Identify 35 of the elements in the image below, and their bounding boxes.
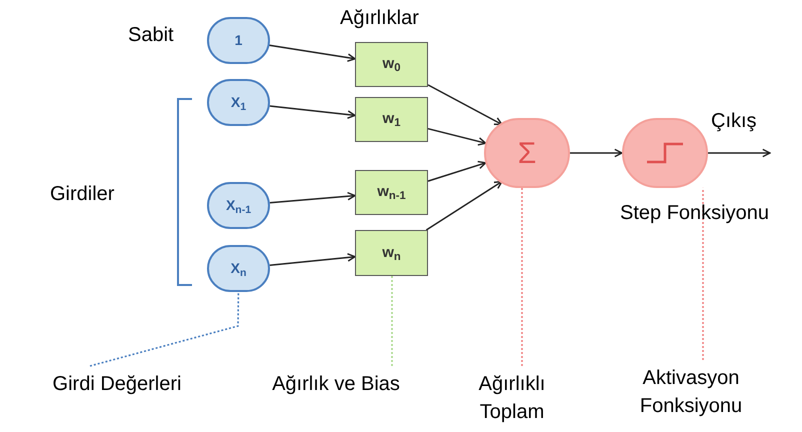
node-caption: Step Fonksiyonu [620,201,770,226]
arrow [426,180,503,231]
node-label: w$_{n-1}$ [377,182,406,204]
node-label: X$_{n-1}$ [226,196,252,216]
arrow [270,105,356,119]
node-label: X$_{n}$ [230,259,246,279]
node-label: w$_{n}$ [382,242,401,264]
caption-text: Girdi Değerleri [52,372,182,397]
arrow [428,160,486,182]
group-label: Girdiler [50,182,114,207]
weight-box [355,230,428,276]
arrow [570,148,623,158]
node-caption: Sabit [128,23,175,48]
weight-box [355,42,428,87]
leader-line [521,188,523,366]
weight-box [355,97,428,142]
arrow [270,253,356,266]
leader-line [702,188,704,360]
leader-line [90,292,240,367]
node-label: 1 [234,31,242,50]
node-label: Σ [518,136,536,172]
column-heading: Ağırlıklar [340,6,419,31]
caption-text: Ağırlık ve Bias [272,372,400,397]
node-label: X$_{1}$ [230,93,246,113]
arrow [269,44,356,62]
arrow [708,148,771,158]
arrow [428,84,503,126]
arrow [270,192,356,204]
caption-text: Ağırlıklı Toplam [478,372,546,425]
node-label: w$_{0}$ [382,54,400,76]
leader-line [391,276,393,366]
weight-box [355,170,428,215]
node-label: w$_{1}$ [382,109,400,131]
arrow [428,128,486,146]
caption-text: Aktivasyon Fonksiyonu [638,366,744,419]
